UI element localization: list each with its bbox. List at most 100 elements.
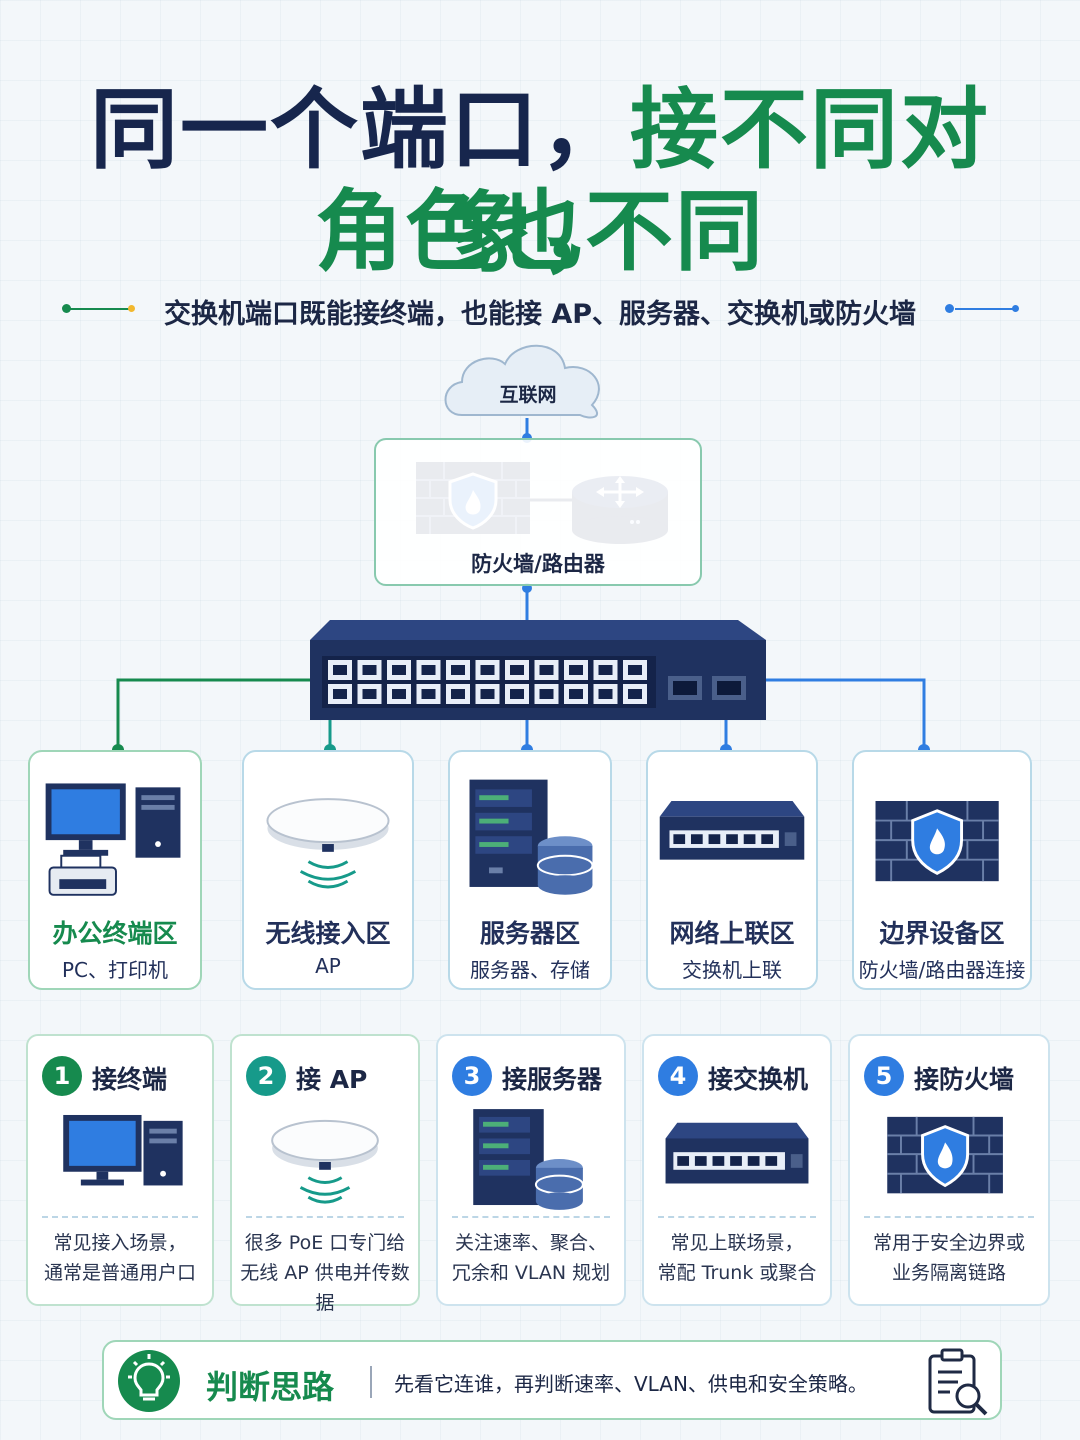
zone-server: 服务器区 服务器、存储	[448, 750, 612, 990]
deco-dot-left	[62, 304, 71, 313]
switch-port-socket	[480, 665, 495, 675]
card-title: 接 AP	[296, 1065, 368, 1094]
zone-subtitle: AP	[315, 954, 341, 978]
page-title-line1: 同一个端口，接不同对象，	[0, 78, 1080, 286]
deco-line-left	[70, 308, 130, 310]
card-server: 3 接服务器 关注速率、聚合、 冗余和 VLAN 规划	[436, 1034, 626, 1306]
title-part1: 同一个端口，	[89, 78, 630, 181]
zone-title: 边界设备区	[879, 919, 1005, 948]
zone-title: 办公终端区	[52, 919, 178, 948]
switch-port-socket	[569, 665, 583, 675]
title-part2: 接不同对象，	[449, 78, 991, 285]
internet-label: 互联网	[499, 384, 557, 406]
card-description: 常见上联场景， 常配 Trunk 或聚合	[650, 1228, 824, 1288]
zone-title: 无线接入区	[265, 919, 391, 948]
switch-port-socket	[421, 689, 436, 699]
card-desc-line1: 很多 PoE 口专门给	[244, 1232, 406, 1254]
card-firewall: 5 接防火墙 常用于安全边界或 业务隔离链路	[848, 1034, 1050, 1306]
card-title: 接终端	[92, 1065, 168, 1094]
zone-wireless: 无线接入区 AP	[242, 750, 414, 990]
switch-port-socket	[333, 689, 347, 699]
zone-subtitle: PC、打印机	[61, 958, 169, 982]
card-desc-line1: 关注速率、聚合、	[454, 1232, 607, 1254]
deco-dot-left-yellow	[128, 305, 135, 312]
card-desc-line2: 通常是普通用户口	[43, 1262, 196, 1284]
tip-title: 判断思路	[206, 1368, 335, 1406]
link-zone5	[766, 678, 926, 752]
switch-port-socket	[510, 689, 524, 699]
switch-port-socket	[451, 665, 465, 675]
clipboard-search-icon	[928, 1348, 988, 1416]
switch-icon	[659, 801, 805, 860]
zone-border: 边界设备区 防火墙/路由器连接	[852, 750, 1032, 990]
card-desc-line1: 常用于安全边界或	[872, 1232, 1025, 1254]
switch-port-socket	[539, 665, 554, 675]
card-number-badge: 5	[864, 1056, 904, 1096]
tip-separator	[370, 1366, 372, 1398]
switch-port-socket	[628, 689, 642, 699]
zone-subtitle: 交换机上联	[682, 958, 782, 982]
link-zone1	[116, 678, 310, 752]
switch-port-socket	[333, 665, 347, 675]
server-storage-icon	[473, 1109, 584, 1210]
card-desc-line2: 常配 Trunk 或聚合	[657, 1262, 817, 1284]
card-divider	[452, 1216, 610, 1218]
switch-port-socket	[598, 665, 613, 675]
deco-dot-right-end	[1012, 305, 1019, 312]
card-desc-line2: 业务隔离链路	[891, 1262, 1006, 1284]
switch-icon	[665, 1122, 809, 1184]
card-title: 接防火墙	[914, 1065, 1015, 1094]
switch-port-socket	[421, 665, 436, 675]
card-divider	[42, 1216, 198, 1218]
card-desc-line2: 冗余和 VLAN 规划	[451, 1262, 611, 1284]
deco-line-right	[955, 308, 1015, 310]
pc-icon	[63, 1114, 183, 1186]
switch-port-socket	[480, 689, 495, 699]
card-title: 接交换机	[708, 1065, 809, 1094]
subtitle-row: 交换机端口既能接终端，也能接 AP、服务器、交换机或防火墙	[0, 288, 1080, 332]
card-description: 关注速率、聚合、 冗余和 VLAN 规划	[444, 1228, 618, 1288]
card-terminal: 1 接终端 常见接入场景， 通常是普通用户口	[26, 1034, 214, 1306]
access-point-icon	[266, 798, 390, 889]
switch-port-socket	[362, 665, 377, 675]
card-desc-line2: 无线 AP 供电并传数据	[240, 1262, 410, 1314]
card-switch: 4 接交换机 常见上联场景， 常配 Trunk 或聚合	[642, 1034, 832, 1306]
pc-printer-icon	[45, 783, 181, 896]
zone-title: 服务器区	[479, 919, 580, 948]
zone-subtitle: 防火墙/路由器连接	[858, 958, 1026, 982]
switch-port-socket	[569, 689, 583, 699]
card-divider	[864, 1216, 1034, 1218]
switch-port-socket	[598, 689, 613, 699]
tip-bar: 判断思路 先看它连谁，再判断速率、VLAN、供电和安全策略。	[102, 1340, 1002, 1420]
switch-port-socket	[451, 689, 465, 699]
zone-uplink: 网络上联区 交换机上联	[646, 750, 818, 990]
card-description: 常见接入场景， 通常是普通用户口	[34, 1228, 206, 1288]
card-divider	[246, 1216, 404, 1218]
firewall-icon	[887, 1116, 1003, 1194]
server-storage-icon	[469, 779, 594, 895]
switch-port-socket	[392, 665, 406, 675]
switch-port-socket	[628, 665, 642, 675]
zone-title: 网络上联区	[669, 919, 795, 948]
card-desc-line1: 常见上联场景，	[670, 1232, 804, 1254]
card-title: 接服务器	[502, 1065, 603, 1094]
core-switch-icon	[310, 620, 766, 720]
tip-text: 先看它连谁，再判断速率、VLAN、供电和安全策略。	[394, 1372, 868, 1396]
page-title-line2: 角色也不同	[314, 180, 765, 283]
card-desc-line1: 常见接入场景，	[53, 1232, 187, 1254]
card-ap: 2 接 AP 很多 PoE 口专门给 无线 AP 供电并传数据	[230, 1034, 420, 1314]
card-number-badge: 2	[246, 1056, 286, 1096]
card-description: 很多 PoE 口专门给 无线 AP 供电并传数据	[238, 1228, 412, 1318]
router-box: 防火墙/路由器	[374, 438, 702, 586]
zone-office: 办公终端区 PC、打印机	[28, 750, 202, 990]
zone-subtitle: 服务器、存储	[470, 958, 590, 982]
access-point-icon	[271, 1119, 379, 1204]
card-number-badge: 4	[658, 1056, 698, 1096]
card-number-badge: 1	[42, 1056, 82, 1096]
subtitle: 交换机端口既能接终端，也能接 AP、服务器、交换机或防火墙	[163, 299, 917, 330]
switch-port-socket	[510, 665, 524, 675]
cloud-icon	[444, 344, 600, 419]
firewall-icon	[875, 801, 999, 882]
switch-port-socket	[539, 689, 554, 699]
switch-port-socket	[362, 689, 377, 699]
